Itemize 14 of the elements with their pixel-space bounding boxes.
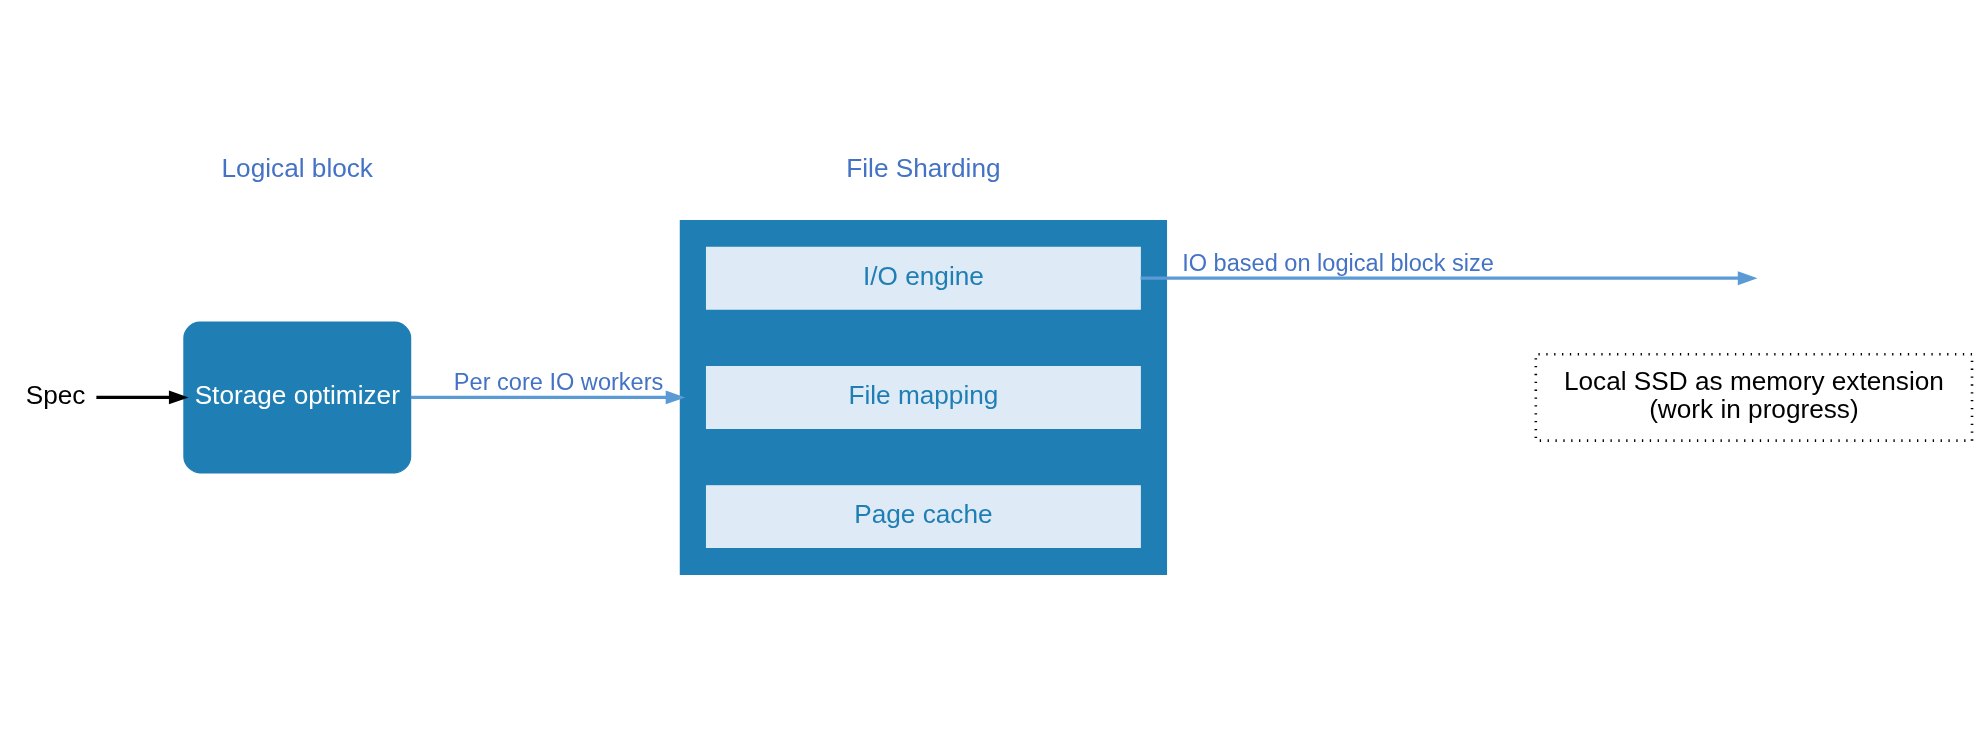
node-text: Spec xyxy=(25,379,86,410)
edge-label: Per core IO workers xyxy=(453,368,664,395)
arrow xyxy=(1140,270,1758,285)
node-box: Local SSD as memory extension (work in progress) xyxy=(1534,352,1974,442)
edge-label: IO based on logical block size xyxy=(1182,249,1494,276)
node-box: I/O engine xyxy=(705,246,1141,310)
cluster xyxy=(679,219,1168,575)
label: Logical block xyxy=(221,152,373,183)
label: File Sharding xyxy=(846,152,1001,183)
arrow xyxy=(410,390,686,404)
node-box: File mapping xyxy=(705,365,1141,429)
node-box: Page cache xyxy=(705,484,1141,548)
node-box: Storage optimizer xyxy=(183,320,412,473)
arrow xyxy=(96,390,189,404)
